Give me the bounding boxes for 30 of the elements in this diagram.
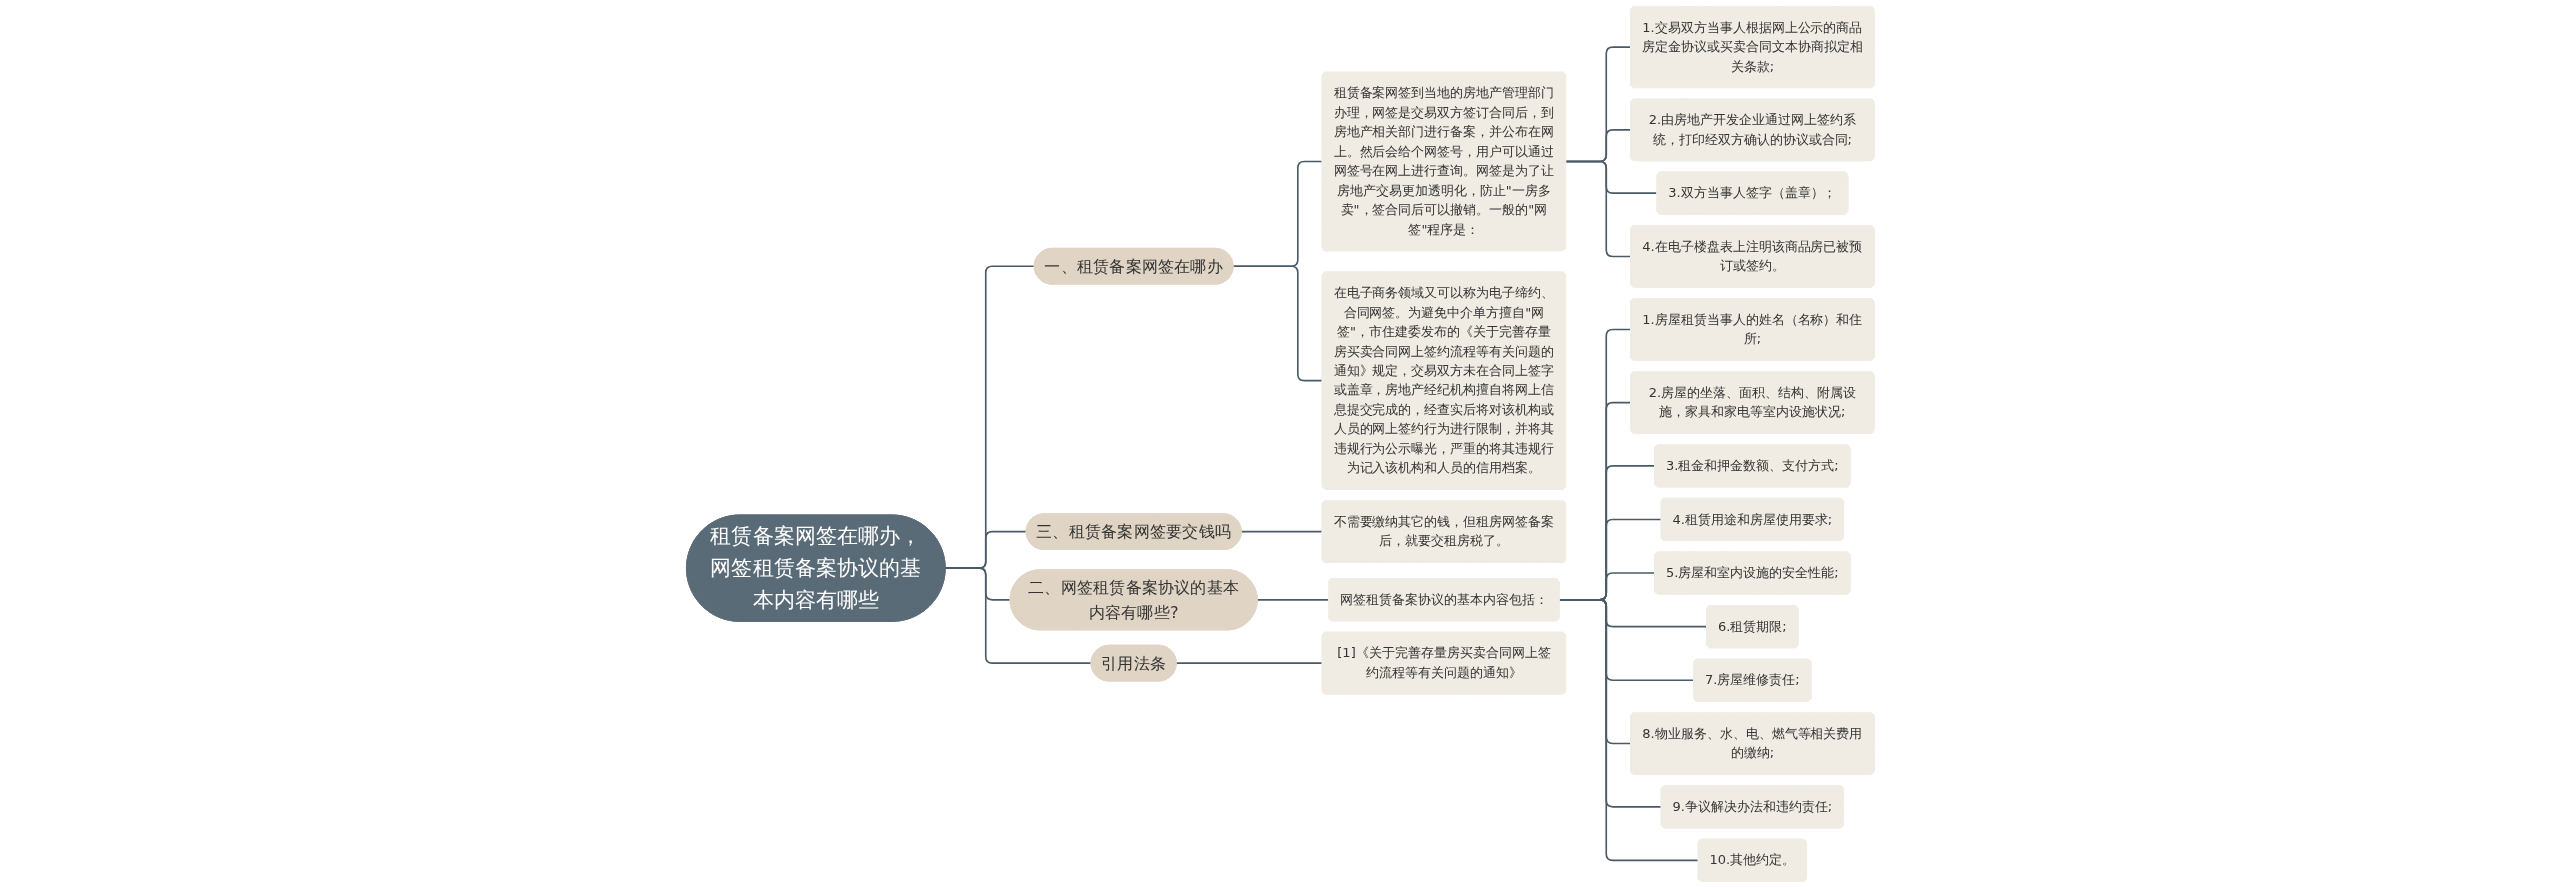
text-card: 1.房屋租赁当事人的姓名（名称）和住所; (1629, 298, 1875, 361)
branch-topic: 一、租赁备案网签在哪办 (1033, 247, 1234, 285)
connector-line (1240, 530, 1323, 533)
text-card: 9.争议解决办法和违约责任; (1660, 785, 1844, 829)
branch-topic: 引用法条 (1090, 644, 1177, 682)
text-card: 3.租金和押金数额、支付方式; (1653, 444, 1851, 488)
connector-line (1175, 662, 1323, 664)
text-card: 在电子商务领域又可以称为电子缔约、合同网签。为避免中介单方擅自"网签"，市住建委发布的《关于完善存量房买卖合同网上签约流程等有关问题的通知》规定，交易双方未在合同上签字或盖章，房地产经纪机构擅自将网上信息提交完成的，经查实后将对该机构或人员的网上签约行为进行限制，并将其违规行为公示曝光，严重的将其违规行为记入该机构和人员的信用档案。 (1321, 271, 1566, 490)
text-card: 网签租赁备案协议的基本内容包括： (1327, 578, 1560, 622)
text-card: 2.房屋的坐落、面积、结构、附属设施，家具和家电等室内设施状况; (1629, 371, 1875, 434)
text-card: 租赁备案网签到当地的房地产管理部门办理，网签是交易双方签订合同后，到房地产相关部门进行备案，并公布在网上。然后会给个网签号，用户可以通过网签号在网上进行查询。网签是为了让房地产交易更加透明化，防止"一房多卖"，签合同后可以撤销。一般的"网签"程序是： (1321, 71, 1566, 252)
text-card: 5.房屋和室内设施的安全性能; (1653, 551, 1851, 595)
text-card: 不需要缴纳其它的钱，但租房网签备案后，就要交租房税了。 (1321, 500, 1566, 563)
text-card: 8.物业服务、水、电、燃气等相关费用的缴纳; (1629, 712, 1875, 775)
text-card: 7.房屋维修责任; (1692, 658, 1812, 702)
text-card: 1.交易双方当事人根据网上公示的商品房定金协议或买卖合同文本协商拟定相关条款; (1629, 6, 1875, 89)
connector-line (1564, 160, 1632, 258)
text-card: 10.其他约定。 (1697, 838, 1807, 882)
central-topic: 租赁备案网签在哪办，网签租赁备案协议的基本内容有哪些 (685, 514, 946, 622)
branch-topic: 三、租赁备案网签要交钱吗 (1025, 513, 1242, 550)
branch-topic: 二、网签租赁备案协议的基本内容有哪些? (1009, 569, 1258, 631)
text-card: 4.租赁用途和房屋使用要求; (1660, 497, 1844, 541)
text-card: [1]《关于完善存量房买卖合同网上签约流程等有关问题的通知》 (1321, 631, 1566, 695)
text-card: 4.在电子楼盘表上注明该商品房已被预订或签约。 (1629, 225, 1875, 288)
connector-line (944, 567, 1092, 664)
text-card: 2.由房地产开发企业通过网上签约系统，打印经双方确认的协议或合同; (1629, 98, 1875, 162)
connector-line (1256, 599, 1330, 601)
text-card: 3.双方当事人签字（盖章）； (1656, 171, 1848, 215)
connector-line (1231, 265, 1323, 382)
text-card: 6.租赁期限; (1705, 605, 1799, 649)
